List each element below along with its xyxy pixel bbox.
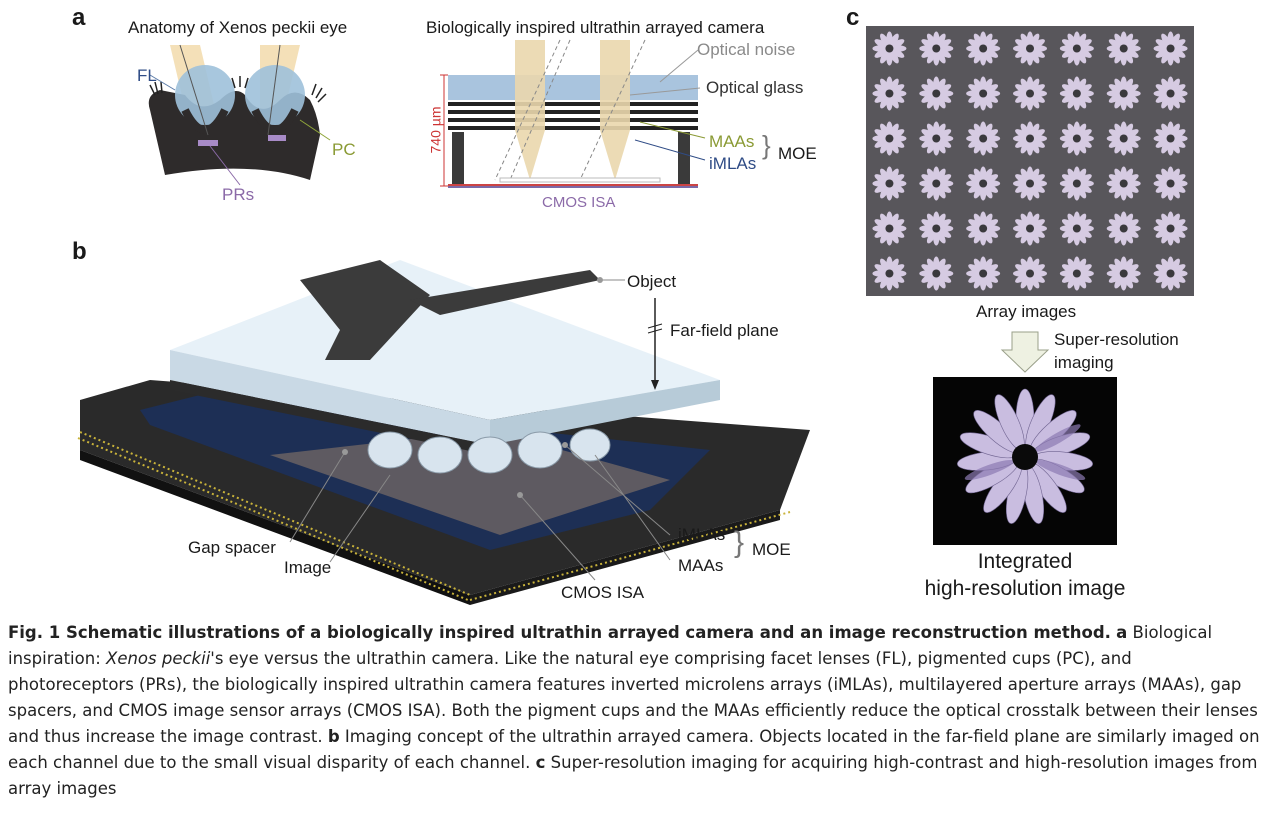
caption-a-label: a xyxy=(1116,623,1128,642)
caption-a-species: Xenos peckii xyxy=(106,649,211,668)
panel-a-label: a xyxy=(72,4,86,31)
array-images-label: Array images xyxy=(976,302,1077,321)
image-label: Image xyxy=(284,558,332,577)
pc-label: PC xyxy=(332,140,356,159)
optical-glass-label: Optical glass xyxy=(706,78,804,97)
caption-b-text: Imaging concept of the ultrathin arrayed… xyxy=(8,727,1260,772)
cmos-label-a: CMOS ISA xyxy=(542,194,616,211)
super-res-label-2: imaging xyxy=(1054,353,1114,372)
caption-a-text-2: 's eye versus the ultrathin camera. Like… xyxy=(8,649,1258,746)
camera-cross-section xyxy=(440,39,706,188)
integrated-label-1: Integrated xyxy=(977,550,1073,573)
far-field-label: Far-field plane xyxy=(670,321,779,340)
moe-brace-a: } xyxy=(762,130,771,160)
prs-label: PRs xyxy=(222,185,255,204)
moe-label-b: MOE xyxy=(752,540,791,559)
fl-label: FL xyxy=(137,66,157,85)
panel-b-label: b xyxy=(72,238,87,265)
eye-anatomy-title: Anatomy of Xenos peckii eye xyxy=(128,18,348,37)
super-res-label-1: Super-resolution xyxy=(1054,330,1179,349)
maas-label-a: MAAs xyxy=(709,132,755,151)
camera-title: Biologically inspired ultrathin arrayed … xyxy=(426,18,765,37)
caption-a-text-1: Biological inspiration: xyxy=(8,623,1213,668)
caption-title: Fig. 1 Schematic illustrations of a biol… xyxy=(8,623,1111,642)
moe-label-a: MOE xyxy=(778,144,817,163)
object-label: Object xyxy=(627,272,677,291)
eye-anatomy-illustration xyxy=(148,44,331,186)
camera-3d-illustration xyxy=(77,260,810,605)
down-arrow-icon xyxy=(1000,331,1050,373)
figure-caption: Fig. 1 Schematic illustrations of a biol… xyxy=(8,620,1260,802)
optical-noise-label: Optical noise xyxy=(697,40,796,59)
caption-c-label: c xyxy=(535,753,546,772)
caption-b-label: b xyxy=(327,727,340,746)
array-images-grid xyxy=(866,26,1194,296)
imlas-label-b: iMLAs xyxy=(678,525,726,544)
integrated-label-2: high-resolution image xyxy=(924,577,1126,600)
maas-label-b: MAAs xyxy=(678,556,724,575)
dimension-label: 740 µm xyxy=(427,106,444,154)
panel-c-label: c xyxy=(846,4,860,31)
integrated-image xyxy=(933,377,1117,545)
imlas-label-a: iMLAs xyxy=(709,154,757,173)
gap-spacer-label: Gap spacer xyxy=(188,538,276,557)
moe-brace-b: } xyxy=(734,526,745,559)
caption-c-text: Super-resolution imaging for acquiring h… xyxy=(8,753,1258,798)
cmos-label-b: CMOS ISA xyxy=(561,583,645,602)
